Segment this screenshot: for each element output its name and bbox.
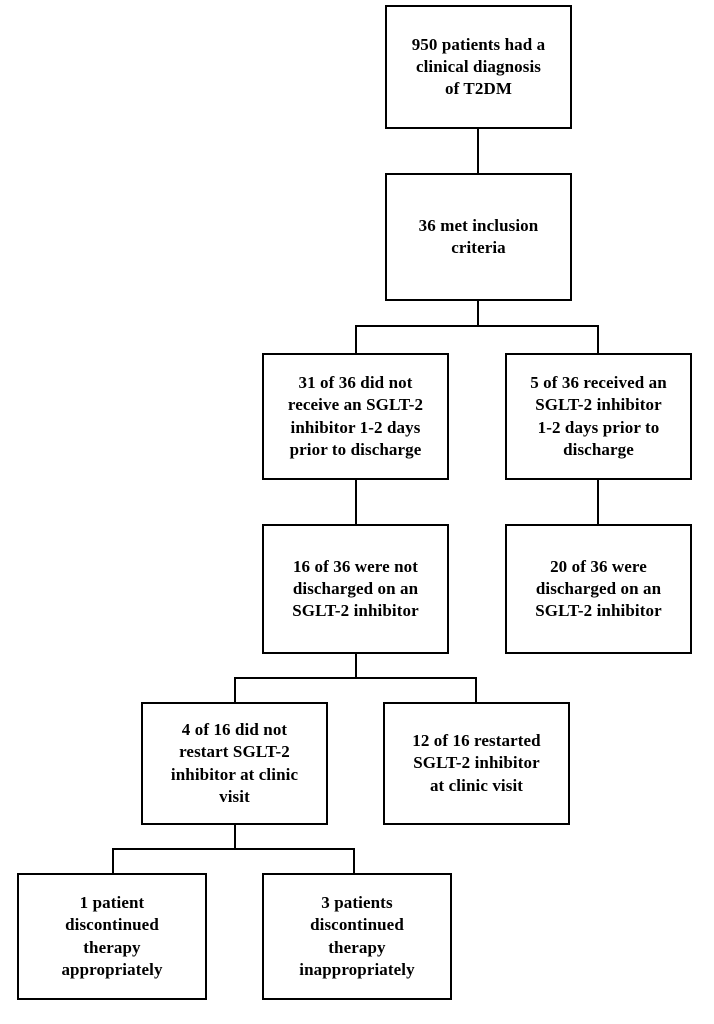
node-not-discharged-on-inhibitor: 16 of 36 were not discharged on an SGLT-… — [262, 524, 449, 654]
node-restarted-at-clinic: 12 of 16 restarted SGLT-2 inhibitor at c… — [383, 702, 570, 825]
node-discharged-on-inhibitor: 20 of 36 were discharged on an SGLT-2 in… — [505, 524, 692, 654]
node-discontinued-appropriately: 1 patient discontinued therapy appropria… — [17, 873, 207, 1000]
connector-to-n8 — [475, 677, 477, 703]
node-received-inhibitor-before-discharge: 5 of 36 received an SGLT-2 inhibitor 1-2… — [505, 353, 692, 480]
node-no-inhibitor-before-discharge: 31 of 36 did not receive an SGLT-2 inhib… — [262, 353, 449, 480]
connector-n5-split-bar — [234, 677, 477, 679]
connector-to-n3 — [355, 325, 357, 354]
node-met-inclusion-criteria: 36 met inclusion criteria — [385, 173, 572, 301]
connector-n3-to-n5 — [355, 479, 357, 524]
connector-n7-split-bar — [112, 848, 355, 850]
node-did-not-restart-at-clinic: 4 of 16 did not restart SGLT-2 inhibitor… — [141, 702, 328, 825]
connector-n5-stem — [355, 653, 357, 678]
connector-n2-stem — [477, 300, 479, 326]
connector-to-n9 — [112, 848, 114, 874]
connector-to-n10 — [353, 848, 355, 874]
node-discontinued-inappropriately: 3 patients discontinued therapy inapprop… — [262, 873, 452, 1000]
connector-to-n7 — [234, 677, 236, 703]
connector-to-n4 — [597, 325, 599, 354]
connector-n1-to-n2 — [477, 128, 479, 173]
node-total-diagnosed: 950 patients had a clinical diagnosis of… — [385, 5, 572, 129]
connector-n7-stem — [234, 824, 236, 849]
connector-n4-to-n6 — [597, 479, 599, 524]
connector-n2-split-bar — [355, 325, 599, 327]
